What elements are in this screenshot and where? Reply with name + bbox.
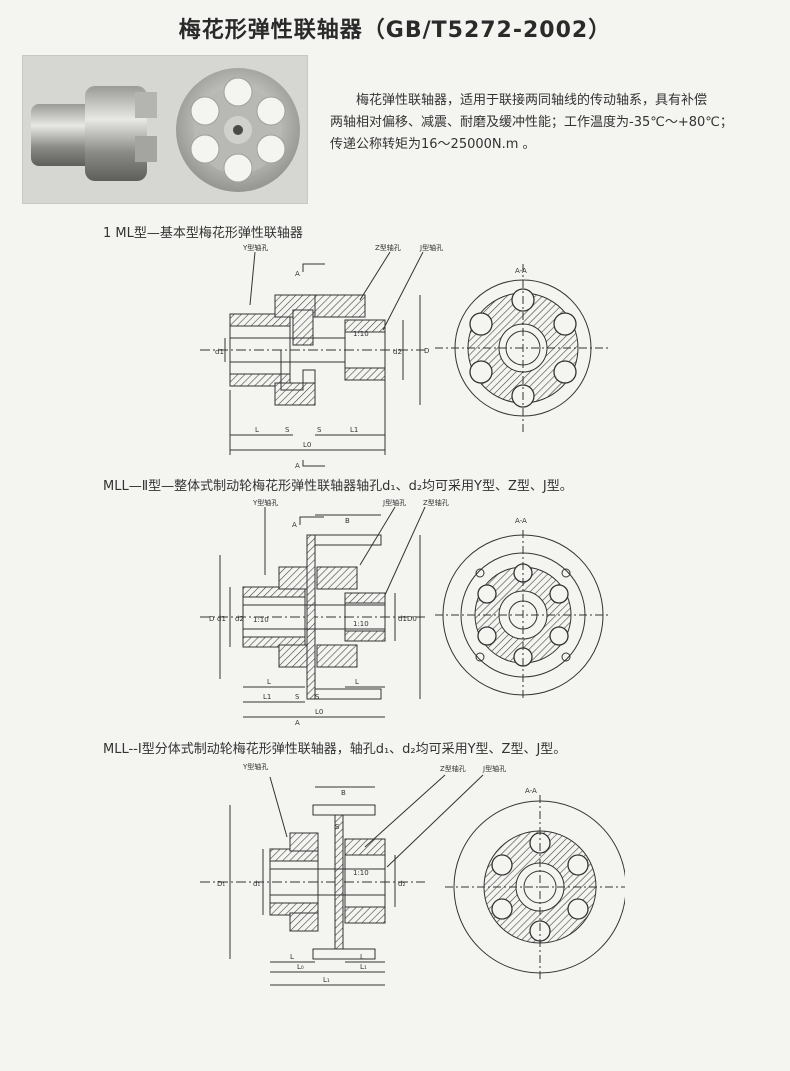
dim-d-3: D₁ xyxy=(217,880,225,888)
j-bore-label: J型轴孔 xyxy=(419,243,443,252)
section-aa-label-3: A-A xyxy=(525,787,537,795)
dim-d1-right-2: d1 xyxy=(398,615,407,623)
dim-d1-3: d₁ xyxy=(253,880,260,888)
dim-l0-3: L₀ xyxy=(297,963,304,971)
dim-l-2: L xyxy=(267,678,271,686)
dim-l1b-3: L₁ xyxy=(323,976,330,984)
dim-l1-2: L1 xyxy=(263,693,271,701)
y-bore-label: Y型轴孔 xyxy=(242,243,268,252)
dim-d1: d1 xyxy=(215,348,224,356)
z-bore-label-2: Z型轴孔 xyxy=(423,498,449,507)
product-photo xyxy=(22,55,308,204)
dim-d-2: D xyxy=(209,615,214,623)
dim-s-left: S xyxy=(285,426,290,434)
dim-b-2: B xyxy=(345,517,350,525)
section-aa-label-2: A-A xyxy=(515,517,527,525)
section-mark-a-2: A xyxy=(292,521,297,529)
y-bore-label-2: Y型轴孔 xyxy=(252,498,278,507)
dim-s-2a: S xyxy=(295,693,300,701)
dim-l1: L1 xyxy=(350,426,358,434)
section-1-caption: 1 ML型—基本型梅花形弹性联轴器 xyxy=(103,226,303,241)
y-bore-label-3: Y型轴孔 xyxy=(242,762,268,771)
taper-label-2b: 1:10 xyxy=(353,620,369,628)
dim-d2: d2 xyxy=(393,348,402,356)
dim-d2-3: d₂ xyxy=(398,880,405,888)
z-bore-label: Z型轴孔 xyxy=(375,243,401,252)
section-aa-label: A-A xyxy=(515,267,527,275)
page-title: 梅花形弹性联轴器（GB/T5272-2002） xyxy=(178,18,612,43)
dim-s-2b: S xyxy=(315,693,320,701)
dim-s-3: S xyxy=(335,823,340,831)
dim-l-right-3: L xyxy=(360,953,364,961)
j-bore-label-2: J型轴孔 xyxy=(382,498,406,507)
dim-l1-3: L₁ xyxy=(360,963,367,971)
section-mark-a-2b: A xyxy=(295,719,300,727)
taper-label-2a: 1:10 xyxy=(253,616,269,624)
section-mark-a-top: A xyxy=(295,270,300,278)
section-2-caption: MLL—Ⅱ型—整体式制动轮梅花形弹性联轴器轴孔d₁、d₂均可采用Y型、Z型、J型… xyxy=(103,479,573,494)
dim-l: L xyxy=(255,426,259,434)
dim-d2-2: d2 xyxy=(235,615,244,623)
dim-l0-2: L0 xyxy=(315,708,323,716)
mll-ii-drawing: Y型轴孔 J型轴孔 Z型轴孔 A-A A A B D d1 d2 d1 D0 1… xyxy=(200,498,611,727)
ml-drawing: Y型轴孔 Z型轴孔 J型轴孔 A-A A A 1:10 D d1 d2 L S … xyxy=(200,243,611,470)
intro-line-3: 传递公称转矩为16～25000N.m 。 xyxy=(330,137,536,152)
section-mark-a-bottom: A xyxy=(295,462,300,470)
z-bore-label-3: Z型轴孔 xyxy=(440,764,466,773)
dim-l-3: L xyxy=(290,953,294,961)
taper-label: 1:10 xyxy=(353,330,369,338)
dim-d0-2: D0 xyxy=(407,615,417,623)
mll-i-drawing: Y型轴孔 Z型轴孔 J型轴孔 A-A B S D₁ d₁ d₂ 1:10 L L… xyxy=(200,762,625,986)
section-3-caption: MLL--Ⅰ型分体式制动轮梅花形弹性联轴器，轴孔d₁、d₂均可采用Y型、Z型、J… xyxy=(103,742,567,757)
intro-line-2: 两轴相对偏移、减震、耐磨及缓冲性能；工作温度为-35℃～+80℃； xyxy=(330,115,733,130)
taper-label-3: 1:10 xyxy=(353,869,369,877)
dim-d1-2: d1 xyxy=(217,615,226,623)
dim-b-3: B xyxy=(341,789,346,797)
j-bore-label-3: J型轴孔 xyxy=(482,764,506,773)
intro-line-1: 梅花弹性联轴器，适用于联接两同轴线的传动轴系，具有补偿 xyxy=(356,93,708,108)
intro-text: 梅花弹性联轴器，适用于联接两同轴线的传动轴系，具有补偿 两轴相对偏移、减震、耐磨… xyxy=(330,90,770,156)
dim-d: D xyxy=(424,347,429,355)
dim-l0: L0 xyxy=(303,441,311,449)
dim-s-right: S xyxy=(317,426,322,434)
dim-l-right-2: L xyxy=(355,678,359,686)
